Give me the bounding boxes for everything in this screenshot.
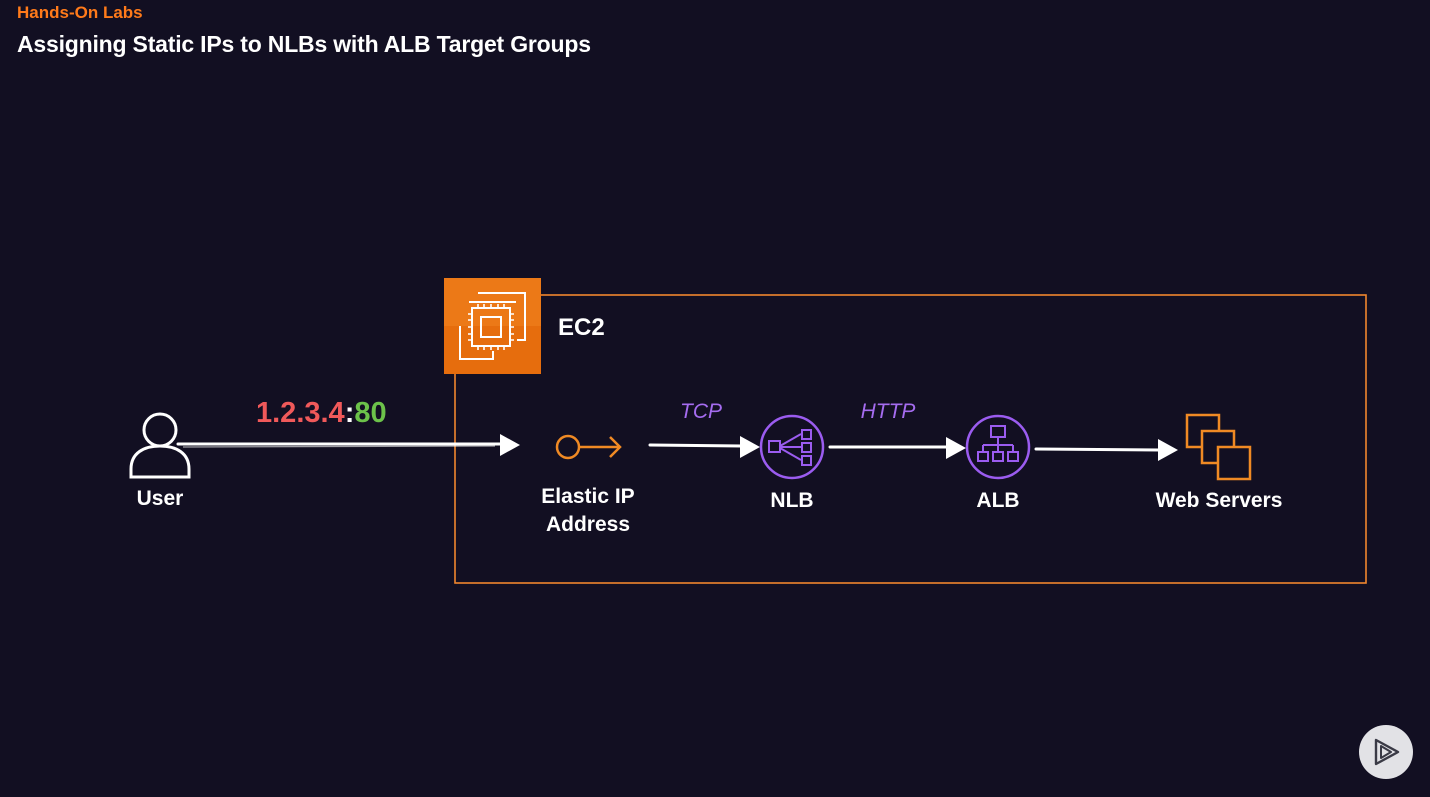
arrow-nlb-to-alb bbox=[828, 437, 966, 459]
application-load-balancer-icon bbox=[965, 414, 1031, 480]
elastic-ip-label-line1: Elastic IP bbox=[541, 485, 634, 508]
protocol-tcp: TCP bbox=[680, 400, 722, 423]
instances-stack-icon bbox=[1185, 413, 1252, 481]
ec2-container bbox=[454, 294, 1367, 584]
web-servers-label: Web Servers bbox=[1156, 489, 1283, 512]
port-number: 80 bbox=[354, 397, 386, 429]
ec2-label: EC2 bbox=[558, 314, 605, 341]
elastic-ip-key-icon bbox=[555, 434, 622, 460]
alb-label: ALB bbox=[976, 489, 1019, 512]
ip-address: 1.2.3.4 bbox=[256, 397, 345, 429]
arrow-user-to-eip bbox=[176, 434, 520, 456]
slide-title: Assigning Static IPs to NLBs with ALB Ta… bbox=[17, 31, 591, 57]
nlb-label: NLB bbox=[770, 489, 813, 512]
arrow-eip-to-nlb bbox=[648, 436, 760, 458]
protocol-http: HTTP bbox=[861, 400, 916, 423]
arrow-alb-to-web bbox=[1034, 439, 1178, 461]
eyebrow-label: Hands-On Labs bbox=[17, 3, 143, 22]
ec2-chip-icon bbox=[444, 278, 541, 374]
user-label: User bbox=[137, 487, 184, 510]
ip-port-separator: : bbox=[345, 397, 355, 429]
play-logo-icon bbox=[1374, 738, 1400, 766]
elastic-ip-label-line2: Address bbox=[546, 513, 630, 536]
user-icon bbox=[129, 412, 191, 479]
network-load-balancer-icon bbox=[759, 414, 825, 480]
ip-port-label: 1.2.3.4:80 bbox=[256, 397, 387, 429]
play-button[interactable] bbox=[1359, 725, 1413, 779]
